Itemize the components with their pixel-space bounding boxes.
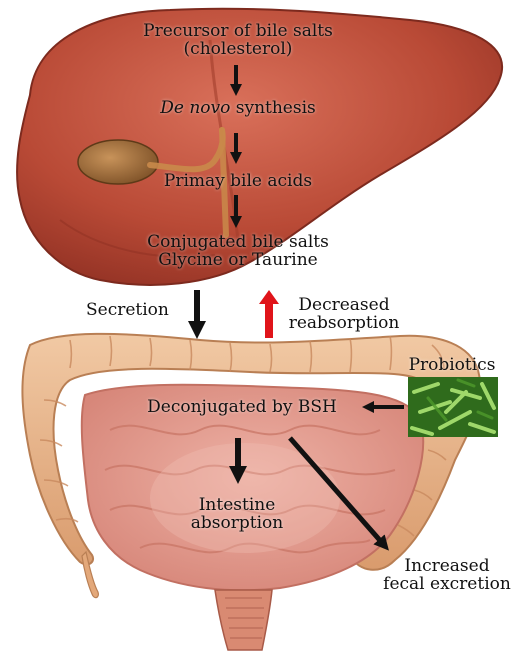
conjugated-line2: Glycine or Taurine — [118, 251, 358, 269]
conjugated-bile-salts-label: Conjugated bile salts Glycine or Taurine — [118, 233, 358, 269]
fecal-line1: Increased — [374, 557, 520, 575]
precursor-label: Precursor of bile salts (cholesterol) — [120, 22, 356, 58]
primary-bile-acids-label: Primay bile acids — [138, 172, 338, 190]
intestine-line2: absorption — [175, 514, 299, 532]
precursor-line1: Precursor of bile salts — [120, 22, 356, 40]
reabsorption-arrow — [259, 290, 279, 338]
decreased-line1: Decreased — [282, 296, 406, 314]
deconjugated-label: Deconjugated by BSH — [120, 398, 364, 416]
decreased-line2: reabsorption — [282, 314, 406, 332]
de-novo-synthesis-label: De novo synthesis — [135, 99, 341, 117]
de-novo-rest: synthesis — [230, 98, 315, 118]
precursor-line2: (cholesterol) — [120, 40, 356, 58]
primary-acids-text: Primay bile acids — [164, 171, 312, 191]
conjugated-line1: Conjugated bile salts — [118, 233, 358, 251]
fecal-line2: fecal excretion — [374, 575, 520, 593]
intestine-absorption-label: Intestine absorption — [175, 496, 299, 532]
deconjugated-text: Deconjugated by BSH — [147, 397, 337, 417]
secretion-text: Secretion — [86, 300, 169, 320]
probiotics-label: Probiotics — [400, 356, 504, 374]
probiotics-bacteria-image — [408, 377, 498, 437]
fecal-excretion-label: Increased fecal excretion — [374, 557, 520, 593]
secretion-label: Secretion — [86, 301, 169, 319]
decreased-reabsorption-label: Decreased reabsorption — [282, 296, 406, 332]
rectum — [215, 590, 272, 650]
probiotics-text: Probiotics — [409, 355, 496, 375]
de-novo-italic: De novo — [160, 98, 230, 118]
intestine-line1: Intestine — [175, 496, 299, 514]
